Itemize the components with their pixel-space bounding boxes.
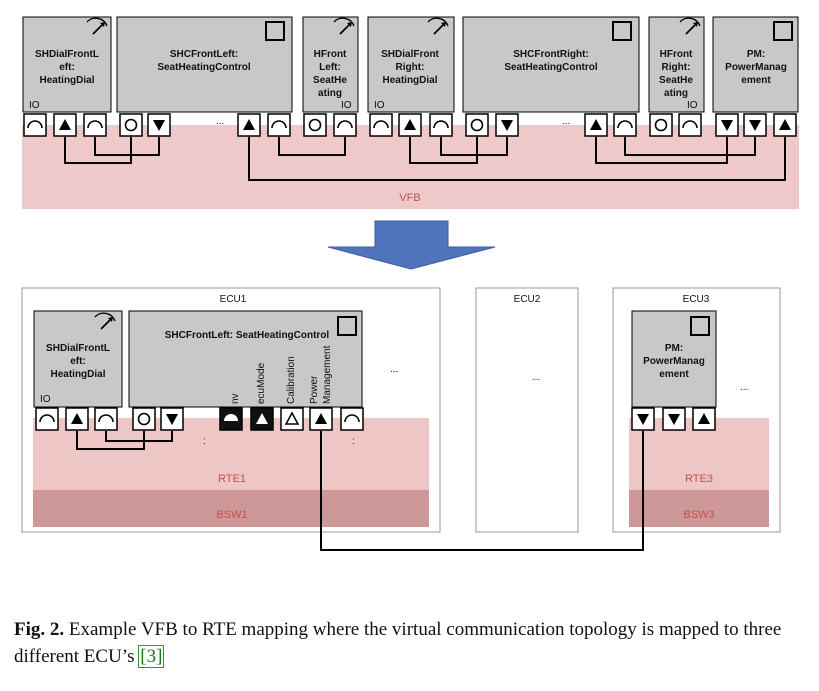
svg-text:ecuMode: ecuMode	[256, 362, 267, 404]
port-down-icon	[495, 113, 519, 137]
port-up-icon	[53, 113, 77, 137]
svg-text:nv: nv	[230, 393, 241, 404]
vfb-label: VFB	[399, 192, 420, 204]
port-arc-icon	[429, 113, 453, 137]
svg-text:ECU3: ECU3	[683, 294, 710, 305]
svg-text::: :	[203, 436, 206, 447]
svg-text:Power: Power	[309, 375, 320, 404]
figure-caption: Fig. 2. Example VFB to RTE mapping where…	[14, 616, 804, 670]
port-down-icon	[631, 407, 655, 431]
vfb-component-shc-front-right: SHCFrontRight:SeatHeatingControl ...	[462, 16, 640, 127]
caption-text: Example VFB to RTE mapping where the vir…	[14, 619, 782, 667]
svg-text:SHCFrontLeft:SeatHeatingContro: SHCFrontLeft:SeatHeatingControl	[157, 49, 251, 73]
port-up-icon	[398, 113, 422, 137]
svg-text:...: ...	[740, 382, 748, 393]
port-up-open-icon	[280, 407, 304, 431]
port-circle-icon	[119, 113, 143, 137]
port-up-icon	[65, 407, 89, 431]
port-circle-icon	[303, 113, 327, 137]
svg-text::: :	[352, 436, 355, 447]
port-up-icon	[584, 113, 608, 137]
port-arc-icon	[333, 113, 357, 137]
svg-text:...: ...	[562, 116, 570, 127]
svg-text:BSW1: BSW1	[216, 509, 247, 521]
port-arc-icon	[83, 113, 107, 137]
caption-reference-link[interactable]: [3]	[138, 645, 165, 668]
port-arc-icon	[23, 113, 47, 137]
port-down-icon	[715, 113, 739, 137]
ecu1-component-shc-front-left: SHCFrontLeft: SeatHeatingControl nv ecuM…	[128, 310, 398, 447]
port-circle-icon	[649, 113, 673, 137]
svg-text:IO: IO	[687, 100, 698, 111]
port-up-icon	[250, 407, 274, 431]
port-down-icon	[147, 113, 171, 137]
ecu-connections	[76, 431, 644, 551]
svg-text:...: ...	[216, 116, 224, 127]
port-down-icon	[160, 407, 184, 431]
svg-text:RTE1: RTE1	[218, 473, 246, 485]
caption-label: Fig. 2.	[14, 619, 65, 640]
svg-text:ECU2: ECU2	[514, 294, 541, 305]
svg-text:Management: Management	[322, 345, 333, 404]
port-down-icon	[662, 407, 686, 431]
port-arc-icon	[613, 113, 637, 137]
port-arc-icon	[678, 113, 702, 137]
port-arc-icon	[35, 407, 59, 431]
svg-text:SHCFrontRight:SeatHeatingContr: SHCFrontRight:SeatHeatingControl	[504, 49, 598, 73]
svg-text:...: ...	[532, 372, 540, 383]
svg-text:SHCFrontLeft: SeatHeatingCont: SHCFrontLeft: SeatHeatingControl	[165, 330, 330, 341]
ecu2-box: ECU2 ...	[475, 287, 579, 533]
port-up-icon	[309, 407, 333, 431]
mapping-arrow-icon	[327, 220, 496, 270]
vfb-component-shc-front-left: SHCFrontLeft:SeatHeatingControl ...	[116, 16, 293, 127]
svg-text:ECU1: ECU1	[220, 294, 247, 305]
port-circle-icon	[465, 113, 489, 137]
svg-text:BSW3: BSW3	[683, 509, 714, 521]
port-up-icon	[237, 113, 261, 137]
svg-text:IO: IO	[374, 100, 385, 111]
port-circle-icon	[132, 407, 156, 431]
port-arc-icon	[94, 407, 118, 431]
port-arc-icon	[267, 113, 291, 137]
port-up-icon	[773, 113, 797, 137]
svg-text:...: ...	[390, 364, 398, 375]
vfb-connections	[64, 137, 786, 181]
port-arc-filled-icon	[219, 407, 243, 431]
svg-text:RTE3: RTE3	[685, 473, 713, 485]
port-arc-icon	[369, 113, 393, 137]
svg-text:IO: IO	[29, 100, 40, 111]
port-down-icon	[743, 113, 767, 137]
port-arc-icon	[340, 407, 364, 431]
svg-text:IO: IO	[341, 100, 352, 111]
svg-text:IO: IO	[40, 394, 51, 405]
svg-text:Calibration: Calibration	[286, 356, 297, 404]
port-up-icon	[692, 407, 716, 431]
